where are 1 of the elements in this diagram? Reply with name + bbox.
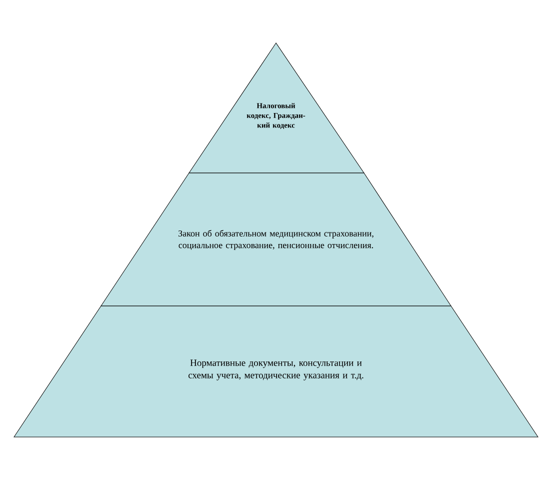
- pyramid-level: Нормативные документы, консультации и схемы учета, методические указания и т.д.: [14, 306, 538, 438]
